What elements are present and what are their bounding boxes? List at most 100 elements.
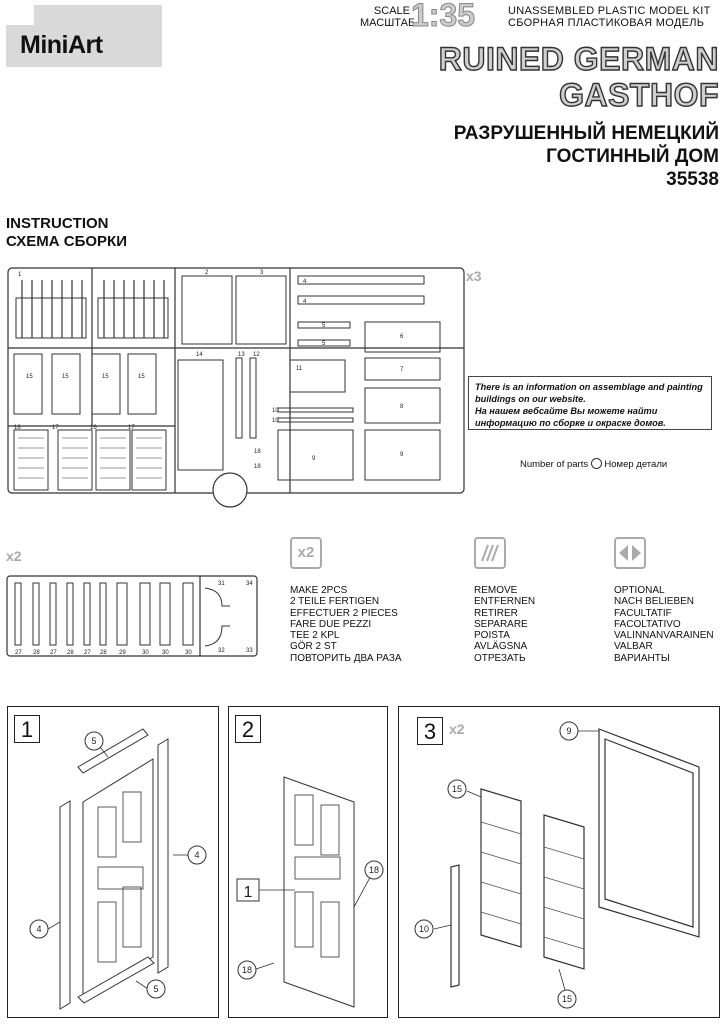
sprue-b-multiplier: x2 — [6, 548, 22, 564]
callout-label: 5 — [91, 736, 96, 746]
part-label: 17 — [128, 425, 135, 431]
scissors-icon — [474, 537, 506, 569]
part-label: 15 — [26, 374, 33, 380]
sub-assembly-label: 1 — [244, 884, 253, 901]
part-number-circle-icon — [590, 458, 602, 469]
instruction-line: 2 TEILE FERTIGEN — [290, 596, 380, 608]
instruction-line: NACH BELIEBEN — [614, 596, 695, 608]
part-label: 33 — [246, 648, 253, 654]
optional-arrows-icon — [614, 537, 646, 569]
instruction-line: ОТРЕЗАТЬ — [474, 652, 526, 664]
part-label: 8 — [400, 404, 404, 410]
step-2-diagram: 1 18 18 — [236, 776, 384, 1008]
part-label: 15 — [138, 374, 145, 380]
title-ru-line2: ГОСТИННЫЙ ДОМ — [546, 146, 719, 167]
part-label: 12 — [253, 352, 260, 358]
part-label: 9 — [400, 452, 404, 458]
instruction-line: TEE 2 KPL — [290, 630, 340, 642]
step-3-multiplier: x2 — [449, 721, 465, 737]
part-label: 16 — [90, 425, 97, 431]
part-label: 4 — [303, 299, 307, 305]
callout-label: 4 — [36, 924, 41, 934]
part-label: 3 — [260, 270, 264, 276]
title-ru-line1: РАЗРУШЕННЫЙ НЕМЕЦКИЙ — [453, 123, 719, 144]
callout-label: 18 — [242, 965, 252, 975]
part-label: 13 — [238, 352, 245, 358]
step-1-diagram: 5 4 4 5 — [29, 728, 207, 1010]
part-label: 30 — [142, 650, 149, 656]
instruction-line: ВАРИАНТЫ — [614, 652, 670, 664]
sprue-a-diagram: 1 2 3 4 4 5 5 6 7 8 9 9 10 10 11 12 13 1… — [7, 267, 465, 508]
instruction-line: VALINNANVARAINEN — [614, 630, 714, 642]
part-label: 10 — [272, 418, 279, 424]
callout-label: 5 — [153, 984, 158, 994]
instruction-line: REMOVE — [474, 585, 518, 596]
part-label: 29 — [119, 650, 126, 656]
part-label: 9 — [312, 456, 316, 462]
step-1-panel: 1 5 4 4 5 — [7, 706, 219, 1018]
part-label: 34 — [246, 581, 253, 587]
step-2-panel: 2 1 18 18 — [228, 706, 388, 1018]
scale-labels: SCALE МАСШТАБ — [360, 5, 416, 29]
step-3-diagram: 9 15 10 15 — [414, 721, 700, 1009]
kit-number: 35538 — [666, 169, 719, 190]
callout-label: 9 — [566, 726, 571, 736]
part-label: 2 — [205, 270, 209, 276]
part-label: 28 — [67, 650, 74, 656]
instruction-line: RETIRER — [474, 607, 518, 619]
part-label: 31 — [218, 581, 225, 587]
part-label: 15 — [102, 374, 109, 380]
instruction-line: MAKE 2pcs — [290, 585, 348, 596]
part-label: 32 — [218, 648, 225, 654]
step-1-number: 1 — [14, 715, 40, 743]
title-en-line1: RUINED GERMAN — [438, 41, 719, 77]
title-en-line2: GASTHOF — [558, 77, 719, 113]
brand-logo: MiniArt — [6, 5, 162, 67]
part-label: 17 — [52, 425, 59, 431]
info-ru: На нашем вебсайте Вы можете найти информ… — [475, 406, 666, 428]
instruction-line: AVLÄGSNA — [474, 641, 528, 653]
callout-label: 10 — [419, 924, 429, 934]
instruction-line: FACOLTATIVO — [614, 618, 681, 630]
part-label: 30 — [162, 650, 169, 656]
step-2-number: 2 — [235, 715, 261, 743]
part-label: 4 — [303, 279, 307, 285]
step-3-panel: 3 x2 9 15 10 15 — [398, 706, 720, 1018]
part-label: 28 — [33, 650, 40, 656]
part-label: 18 — [254, 464, 261, 470]
part-label: 1 — [18, 272, 22, 278]
part-label: 27 — [84, 650, 91, 656]
instruction-line: VALBAR — [614, 641, 653, 653]
part-label: 7 — [400, 367, 404, 373]
part-label: 30 — [185, 650, 192, 656]
info-box: There is an information on assemblage an… — [468, 376, 712, 430]
instruction-line: FACULTATIF — [614, 607, 672, 619]
sprue-b-diagram: 27 28 27 28 27 28 29 30 30 30 31 34 32 3… — [6, 575, 258, 657]
instruction-line: ПОВТОРИТЬ ДВА РАЗА — [290, 652, 402, 664]
instruction-line: FARE DUE PEZZI — [290, 618, 372, 630]
part-label: 15 — [62, 374, 69, 380]
step-3-number: 3 — [417, 717, 443, 745]
instruction-line: SEPARARE — [474, 618, 528, 630]
part-label: 27 — [50, 650, 57, 656]
instruction-line: POISTA — [474, 630, 510, 642]
part-label: 27 — [15, 650, 22, 656]
scale-value: 1:35 — [410, 0, 476, 34]
part-label: 6 — [400, 334, 404, 340]
part-label: 5 — [322, 341, 326, 347]
part-label: 28 — [100, 650, 107, 656]
instruction-line: ENTFERNEN — [474, 596, 536, 608]
instruction-heading: INSTRUCTION СХЕМА СБОРКИ — [6, 215, 127, 250]
instruction-line: OPTIONAL — [614, 585, 665, 596]
kit-type: UNASSEMBLED PLASTIC MODEL KIT СБОРНАЯ ПЛ… — [508, 5, 711, 29]
part-label: 5 — [322, 323, 326, 329]
callout-label: 4 — [194, 850, 199, 860]
legend: Number of parts Номер детали — [520, 458, 668, 470]
instruction-line: EFFECTUER 2 PIECES — [290, 607, 398, 619]
logo-text: MiniArt — [20, 31, 103, 59]
part-label: 10 — [272, 408, 279, 414]
part-label: 16 — [14, 425, 21, 431]
make-icon: x2 — [290, 537, 322, 569]
